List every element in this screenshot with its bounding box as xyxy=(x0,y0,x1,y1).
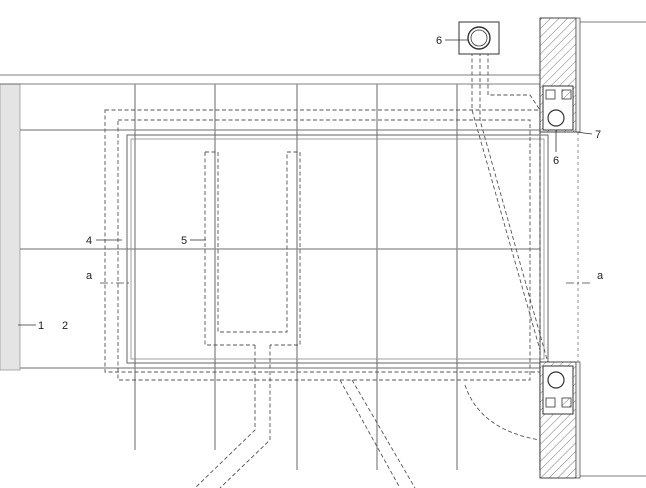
callout-2: 2 xyxy=(62,320,68,332)
leader-lines xyxy=(18,39,593,326)
callout-5: 5 xyxy=(181,235,187,247)
right-wall-top xyxy=(539,17,646,133)
callout-6-side: 6 xyxy=(553,155,559,167)
left-wall-band xyxy=(0,83,21,371)
right-wall-bottom xyxy=(539,361,646,479)
riser-symbol xyxy=(458,21,500,55)
pipe-feed-lines xyxy=(194,345,416,488)
callout-7: 7 xyxy=(595,129,601,141)
callout-4: 4 xyxy=(86,235,92,247)
section-mark-right: a xyxy=(597,270,604,282)
callout-6-top: 6 xyxy=(436,35,442,47)
door-swing-arc xyxy=(464,384,541,441)
section-mark-left: a xyxy=(86,270,93,282)
heating-loop-outline xyxy=(104,109,541,381)
floor-grid xyxy=(20,84,541,470)
inner-frame xyxy=(126,134,549,364)
room-outline xyxy=(0,74,540,85)
heating-pipe-u xyxy=(204,151,301,346)
callout-1: 1 xyxy=(38,320,44,332)
riser-pipes xyxy=(471,52,551,371)
